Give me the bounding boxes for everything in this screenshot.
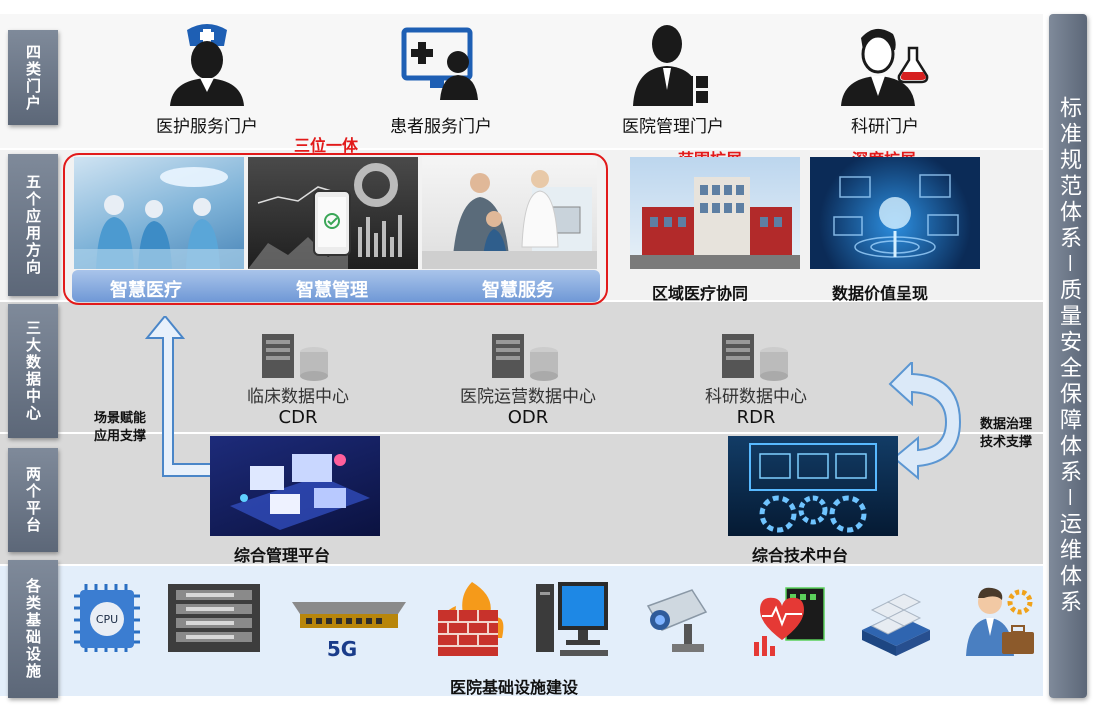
dc-name: 科研数据中心 [705,387,807,407]
cpu-text: CPU [96,613,118,626]
portal-patient: 患者服务门户 [356,20,526,137]
note-line: 技术支撑 [979,435,1032,450]
portal-label: 医院管理门户 [622,117,724,137]
health-monitor-icon [754,587,825,656]
cpu-icon: CPU [74,584,140,652]
cloud-storage-icon [862,593,930,656]
smart-management-label: 智慧管理 [296,280,368,301]
portal-label: 医护服务门户 [156,117,258,137]
rdr-block: 科研数据中心 RDR [686,382,826,428]
row-label-infra: 各类基础设施 [8,560,58,698]
portal-medical: 医护服务门户 [122,20,292,137]
desktop-computer-icon [536,582,608,656]
support-up-arrow-icon [145,316,212,477]
portal-research: 科研门户 [800,20,970,137]
data-value-image [810,157,980,269]
dc-name: 医院运营数据中心 [460,387,596,407]
cdr-block: 临床数据中心 CDR [228,382,368,428]
smart-medical-label: 智慧医疗 [110,280,182,301]
smart-medical-image [74,157,244,269]
odr-block: 医院运营数据中心 ODR [440,382,616,428]
left-note: 场景赋能 应用支撑 [84,410,156,446]
smart-service-label: 智慧服务 [482,280,554,301]
5g-text: 5G [327,637,357,660]
portal-label: 患者服务门户 [390,117,492,137]
row-label-app: 五个应用方向 [8,154,58,296]
regional-caption: 区域医疗协同 [652,284,749,303]
network-switch-icon: 5G [292,602,406,660]
row-label-platform: 两个平台 [8,448,58,552]
database-server-icon [722,334,788,381]
standards-bar: 标准规范体系－质量安全保障体系－运维体系 [1049,14,1087,698]
database-server-icon [492,334,558,381]
row-label-portal: 四类门户 [8,30,58,125]
technical-platform-image [728,436,898,536]
firewall-icon [438,582,504,656]
smart-management-image [248,157,418,269]
dc-name: 临床数据中心 [247,387,349,407]
trinity-frame [63,153,608,305]
camera-icon [646,589,708,652]
nurse-icon [170,24,244,106]
row-label-data: 三大数据中心 [8,304,58,438]
dc-abbr: ODR [507,407,549,428]
smart-service-image [422,157,597,269]
patient-monitor-icon [401,27,478,100]
trinity-title: 三位一体 [294,136,359,155]
right-note: 数据治理 技术支撑 [970,416,1042,452]
management-platform-image [210,436,380,536]
server-rack-icon [168,584,260,652]
database-server-icon [262,334,328,381]
note-line: 场景赋能 [93,411,146,426]
smart-bar [72,270,600,302]
circular-arrow-icon [888,362,962,481]
data-value-caption: 数据价值呈现 [832,284,929,303]
management-platform-caption: 综合管理平台 [234,546,331,565]
manager-icon [633,25,708,106]
portal-label: 科研门户 [851,117,919,137]
technical-platform-caption: 综合技术中台 [752,546,849,565]
dc-abbr: CDR [278,407,318,428]
note-line: 应用支撑 [93,429,146,444]
operator-icon [966,587,1034,656]
portal-management: 医院管理门户 [588,20,758,137]
note-line: 数据治理 [979,417,1032,432]
infrastructure-caption: 医院基础设施建设 [450,678,579,697]
regional-hospital-image [630,157,800,269]
researcher-icon [841,28,929,106]
dc-abbr: RDR [736,407,776,428]
